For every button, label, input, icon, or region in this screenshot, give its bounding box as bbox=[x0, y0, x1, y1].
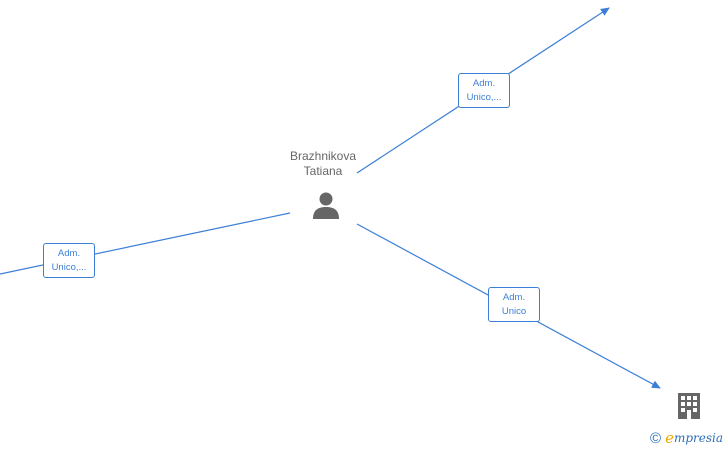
brand-name: mpresia bbox=[673, 431, 724, 445]
role-label-line2: Unico,... bbox=[466, 92, 502, 103]
brand-watermark: © e mpresia bbox=[650, 428, 723, 448]
role-label-line1: Adm. bbox=[502, 292, 526, 303]
person-name-line2: Tatiana bbox=[303, 164, 343, 178]
role-label-line1: Adm. bbox=[472, 78, 496, 89]
person-name-line1: Brazhnikova bbox=[289, 149, 357, 163]
role-label-line2: Unico,... bbox=[51, 262, 87, 273]
role-label-bottom-right[interactable]: Adm. Unico bbox=[488, 287, 540, 322]
role-label-line1: Adm. bbox=[57, 248, 81, 259]
company-building-icon[interactable] bbox=[677, 393, 701, 419]
person-icon[interactable] bbox=[311, 190, 341, 220]
copyright-symbol: © bbox=[650, 429, 662, 447]
role-label-top-right[interactable]: Adm. Unico,... bbox=[458, 73, 510, 108]
brand-initial: e bbox=[665, 429, 674, 447]
person-name[interactable]: Brazhnikova Tatiana bbox=[273, 149, 373, 179]
role-label-line2: Unico bbox=[501, 306, 527, 317]
role-label-left[interactable]: Adm. Unico,... bbox=[43, 243, 95, 278]
